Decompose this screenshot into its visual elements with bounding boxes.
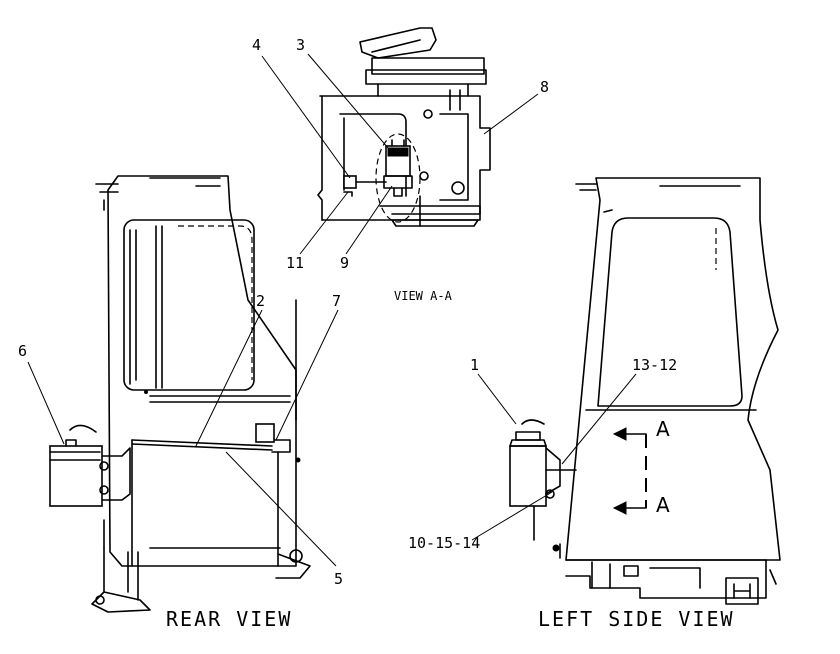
callout-9-label: 9 bbox=[340, 254, 349, 272]
callout-6: 6 bbox=[18, 342, 65, 445]
rear-view-drawing bbox=[49, 175, 311, 613]
leader-line bbox=[477, 373, 517, 425]
callout-11-label: 11 bbox=[286, 254, 304, 272]
section-mark-label: A bbox=[656, 417, 670, 441]
callout-7: 7 bbox=[275, 292, 341, 441]
leader-line bbox=[307, 53, 389, 149]
leader-line bbox=[299, 191, 349, 255]
callout-1: 1 bbox=[470, 356, 517, 425]
leader-line bbox=[483, 93, 539, 135]
callout-8-label: 8 bbox=[540, 78, 549, 96]
callout-1-label: 1 bbox=[470, 356, 479, 374]
leader-line bbox=[27, 361, 65, 445]
rear-view-title: REAR VIEW bbox=[166, 607, 292, 631]
callout-3: 3 bbox=[296, 36, 389, 149]
callout-9: 9 bbox=[340, 185, 393, 272]
view-a-a-drawing bbox=[317, 27, 491, 227]
callout-5-label: 5 bbox=[334, 570, 343, 588]
leader-line bbox=[195, 309, 263, 447]
callout-13-12: 13-12 bbox=[561, 356, 677, 465]
callout-2: 2 bbox=[195, 292, 265, 447]
leader-line bbox=[225, 451, 337, 567]
callout-6-label: 6 bbox=[18, 342, 27, 360]
leader-line bbox=[275, 309, 339, 441]
callout-8: 8 bbox=[483, 78, 549, 135]
callout-4: 4 bbox=[252, 36, 351, 179]
leader-line bbox=[261, 55, 351, 179]
callout-3-label: 3 bbox=[296, 36, 305, 54]
leader-line bbox=[471, 491, 553, 541]
callout-4-label: 4 bbox=[252, 36, 261, 54]
left-side-view-title: LEFT SIDE VIEW bbox=[538, 607, 735, 631]
view-a-a-title: VIEW A-A bbox=[394, 289, 453, 303]
callout-13-12-label: 13-12 bbox=[632, 356, 677, 374]
callout-7-label: 7 bbox=[332, 292, 341, 310]
section-mark-label: A bbox=[656, 493, 670, 517]
section-mark-a-bottom: A bbox=[656, 493, 670, 517]
leader-line bbox=[345, 185, 393, 255]
left-side-view-drawing bbox=[509, 177, 781, 605]
callout-2-label: 2 bbox=[256, 292, 265, 310]
callout-10-15-14: 10-15-14 bbox=[408, 491, 553, 552]
callout-5: 5 bbox=[225, 451, 343, 588]
callout-10-15-14-label: 10-15-14 bbox=[408, 534, 480, 552]
section-mark-a-top: A bbox=[656, 417, 670, 441]
leader-line bbox=[561, 373, 637, 465]
callout-11: 11 bbox=[286, 191, 349, 272]
